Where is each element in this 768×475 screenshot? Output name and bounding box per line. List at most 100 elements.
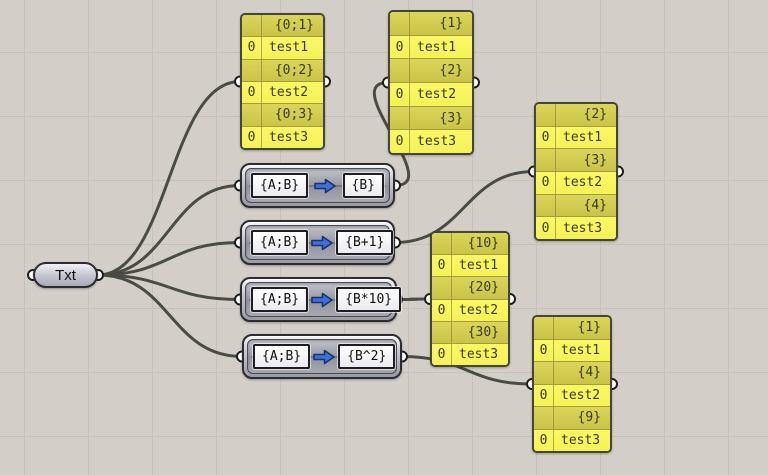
panel-path-text: {3} <box>439 110 463 126</box>
panel-index-cell <box>432 233 452 255</box>
panel-data-text: test1 <box>417 39 457 55</box>
mapper-target-box: {B+1} <box>336 230 394 255</box>
panel-path-text: {4} <box>583 198 607 214</box>
panel-index-cell: 0 <box>432 343 452 365</box>
wire-m2-p3[interactable] <box>393 170 536 244</box>
panel-path-row: {0;3} <box>242 103 323 126</box>
text-parameter-component[interactable]: Txt <box>33 262 98 288</box>
path-mapper-body: {A;B} {B^2} <box>247 339 397 374</box>
panel-index-cell <box>432 321 452 343</box>
panel-index-cell <box>536 194 556 217</box>
panel-data-row: 0 test2 <box>242 80 323 104</box>
panel-path-row: {3} <box>536 148 616 172</box>
panel-data-text: test2 <box>561 387 601 403</box>
panel-index-cell: 0 <box>536 217 556 239</box>
panel-index-cell: 0 <box>242 126 262 148</box>
panel-index-cell: 0 <box>534 339 554 361</box>
arrow-icon <box>311 235 333 250</box>
panel-index-cell: 0 <box>432 255 452 277</box>
panel-path-row: {10} <box>432 233 508 255</box>
wire-txt-m4[interactable] <box>96 273 244 358</box>
panel-data-text: test1 <box>459 258 499 274</box>
path-mapper-component-m1[interactable]: {A;B} {B} <box>240 163 395 208</box>
panel-path-text: {0;3} <box>274 107 314 123</box>
mapper-source-box: {A;B} <box>251 287 309 312</box>
panel-path-row: {2} <box>390 58 472 83</box>
panel-path-text: {0;2} <box>274 62 314 78</box>
panel-index-cell: 0 <box>390 83 410 106</box>
panel-data-text: test3 <box>563 220 603 236</box>
arrow-icon <box>314 178 337 193</box>
panel-path-text: {0;1} <box>274 18 314 34</box>
panel-path-text: {3} <box>583 152 607 168</box>
panel-data-row: 0 test1 <box>432 254 508 277</box>
wire-txt-m3[interactable] <box>96 273 242 301</box>
panel-data-row: 0 test3 <box>536 216 616 239</box>
panel-data-text: test2 <box>459 302 499 318</box>
panel-data-row: 0 test3 <box>432 342 508 365</box>
panel-data-text: test1 <box>269 40 309 56</box>
panel-path-text: {9} <box>577 410 601 426</box>
panel-index-cell <box>432 277 452 299</box>
panel-index-cell <box>536 104 556 126</box>
path-mapper-component-m4[interactable]: {A;B} {B^2} <box>242 334 402 379</box>
arrow-icon <box>311 292 333 307</box>
mapper-source-box: {A;B} <box>251 230 309 255</box>
panel-data-row: 0 test2 <box>534 383 610 406</box>
panel-index-cell: 0 <box>432 299 452 321</box>
panel-index-cell: 0 <box>242 81 262 104</box>
panel-path-text: {30} <box>467 324 499 340</box>
panel-path-row: {3} <box>390 105 472 130</box>
panel-path-row: {9} <box>534 406 610 429</box>
panel-path-row: {0;1} <box>242 15 323 37</box>
panel-index-cell: 0 <box>534 384 554 406</box>
panel-data-text: test3 <box>459 346 499 362</box>
wire-txt-p1[interactable] <box>96 80 242 277</box>
panel-path-text: {1} <box>439 15 463 31</box>
wire-txt-m2[interactable] <box>96 241 242 277</box>
panel-data-row: 0 test3 <box>242 125 323 148</box>
panel-data-row: 0 test2 <box>432 298 508 321</box>
panel-path-row: {0;2} <box>242 58 323 81</box>
panel-path-row: {4} <box>536 193 616 217</box>
panel-index-cell <box>534 362 554 384</box>
panel-path-row: {1} <box>390 12 472 35</box>
panel-data-row: 0 test2 <box>390 82 472 106</box>
panel-index-cell <box>534 407 554 429</box>
mapper-source-box: {A;B} <box>251 173 309 198</box>
path-mapper-body: {A;B} {B*10} <box>245 282 402 317</box>
mapper-target-box: {B} <box>342 173 384 198</box>
panel-index-cell <box>536 149 556 172</box>
panel-index-cell <box>242 104 262 126</box>
panel-index-cell <box>390 106 410 130</box>
panel-component-p1[interactable]: {0;1} 0 test1 {0;2} 0 test2 {0;3} 0 test3 <box>240 13 325 150</box>
panel-path-row: {1} <box>534 317 610 339</box>
mapper-target-box: {B^2} <box>338 344 396 369</box>
panel-data-row: 0 test1 <box>536 125 616 149</box>
path-mapper-component-m3[interactable]: {A;B} {B*10} <box>240 277 402 322</box>
panel-index-cell: 0 <box>536 126 556 149</box>
wire-m3-p4[interactable] <box>395 297 432 301</box>
panel-data-text: test2 <box>417 86 457 102</box>
panel-path-text: {10} <box>467 236 499 252</box>
panel-index-cell: 0 <box>534 429 554 451</box>
path-mapper-component-m2[interactable]: {A;B} {B+1} <box>240 220 395 265</box>
panel-path-text: {4} <box>577 365 601 381</box>
wire-m4-p5[interactable] <box>400 355 534 386</box>
panel-data-text: test3 <box>269 129 309 145</box>
panel-index-cell <box>242 59 262 81</box>
wire-txt-m1[interactable] <box>96 184 242 277</box>
panel-index-cell <box>390 12 410 35</box>
panel-index-cell <box>242 15 262 37</box>
panel-data-text: test2 <box>269 85 309 101</box>
panel-data-text: test1 <box>563 130 603 145</box>
mapper-target-box: {B*10} <box>336 287 402 312</box>
